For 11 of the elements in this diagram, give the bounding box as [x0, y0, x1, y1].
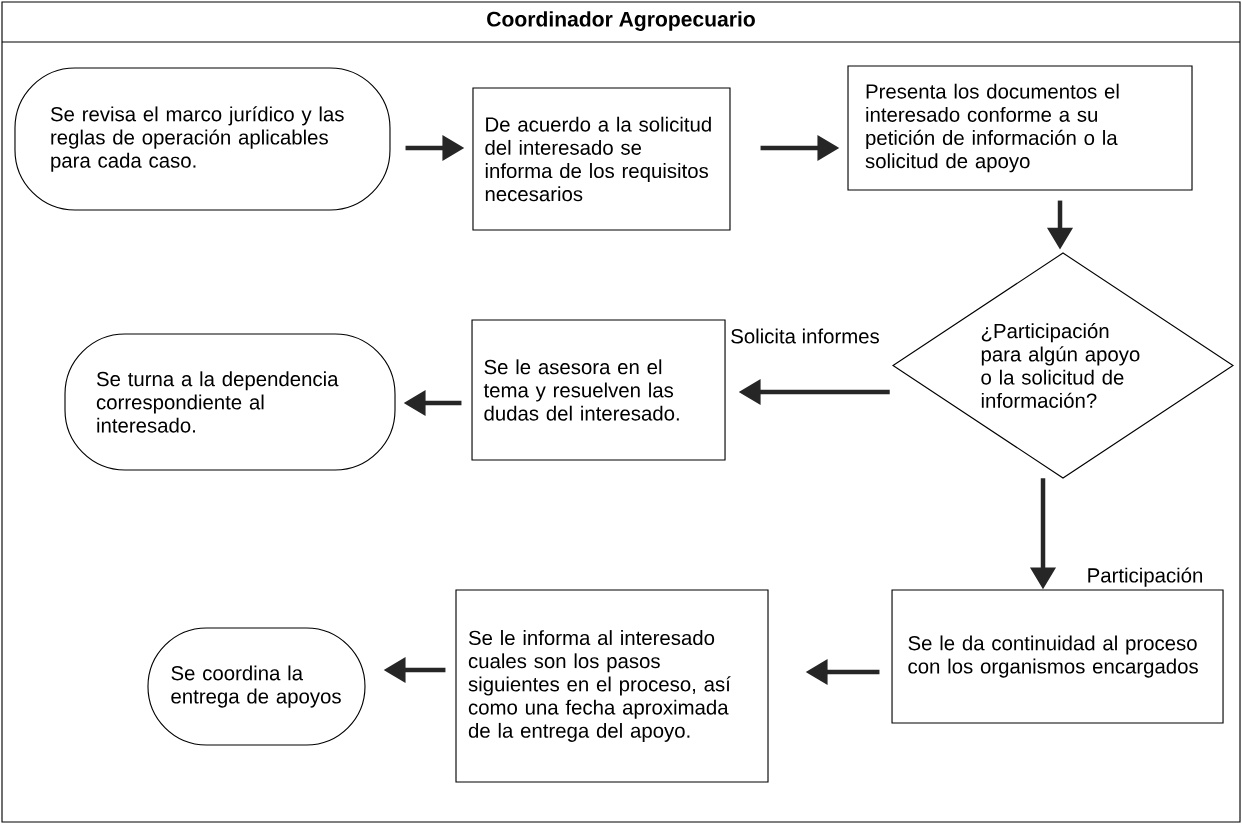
- process-box: Presenta los documentos el interesado conforme a su petición de información o la solicitud de apoyo: [847, 65, 1193, 191]
- edge-label: Solicita informes: [728, 327, 882, 345]
- edge-label: Participación: [1085, 566, 1205, 589]
- terminal-box: Se coordina la entrega de apoyos: [147, 627, 366, 746]
- terminal-box: Se turna a la dependencia correspondiente al interesado.: [64, 333, 396, 471]
- process-box: De acuerdo a la solicitud del interesado se informa de los requisitos necesarios: [472, 87, 731, 231]
- process-box: Se le asesora en el tema y resuelven las dudas del interesado.: [471, 319, 726, 461]
- process-box: Se le informa al interesado cuales son los pasos siguientes en el proceso, así como una fecha aproximada de la entrega del apoyo.: [455, 589, 769, 783]
- terminal-box: Se revisa el marco jurídico y las reglas de operación aplicables para cada caso.: [14, 67, 391, 211]
- lane-title: Coordinador Agropecuario: [487, 11, 755, 31]
- process-box: Se le da continuidad al proceso con los organismos encargados: [891, 589, 1224, 724]
